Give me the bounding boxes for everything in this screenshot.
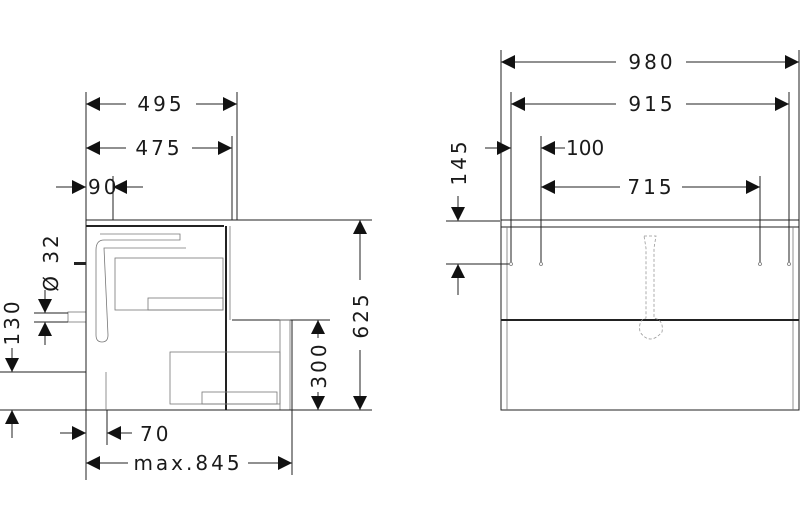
dim-mount-height: 145 <box>447 138 471 185</box>
dim-drain-height-offset: 130 <box>0 298 24 345</box>
front-view: 980 915 100 715 145 <box>446 50 800 411</box>
dim-drawer-height: 300 <box>307 341 331 388</box>
dim-body-depth: 475 <box>135 136 182 160</box>
dim-overall-depth: 495 <box>137 92 184 116</box>
dim-wall-offset: 90 <box>88 175 119 199</box>
dim-hole-offset: 100 <box>566 136 604 160</box>
dim-body-width: 915 <box>628 92 675 116</box>
dim-hole-spacing: 715 <box>627 175 674 199</box>
dim-max-depth-open: max.845 <box>133 451 242 475</box>
dim-overall-width: 980 <box>628 50 675 74</box>
dim-height: 625 <box>349 291 373 338</box>
dim-drain-diameter: Ø 32 <box>39 232 63 292</box>
side-view: 495 475 90 Ø 32 130 625 300 70 max.845 <box>0 92 373 480</box>
dim-rear-gap: 70 <box>140 422 171 446</box>
